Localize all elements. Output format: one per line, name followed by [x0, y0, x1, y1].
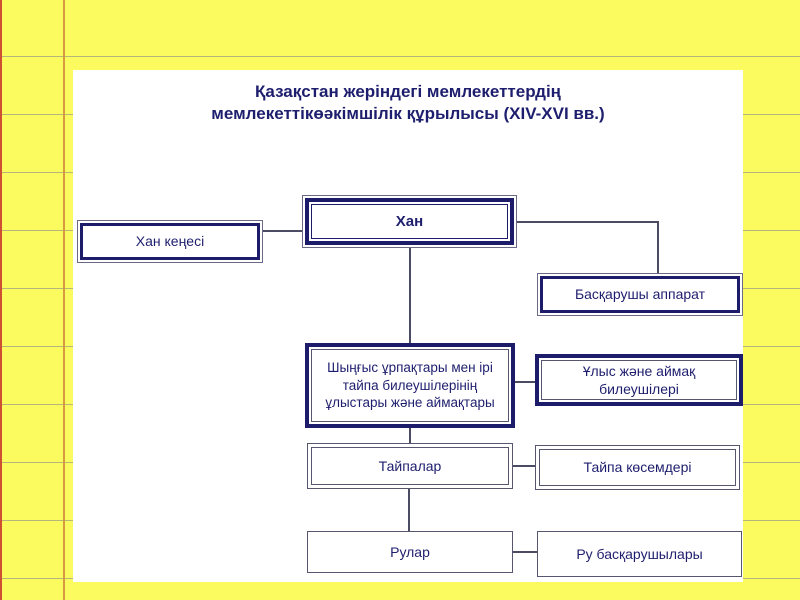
node-label: Шыңғыс ұрпақтары мен ірі тайпа билеушіле… [325, 360, 495, 411]
connector-shyngys-taipalar [409, 427, 411, 444]
connector-khan-apparat-h [517, 221, 659, 223]
diagram-node-khan-kenesi: Хан кеңесі [77, 220, 263, 263]
connector-taipalar-kosemderi [513, 465, 535, 467]
diagram-node-taipalar: Тайпалар [307, 443, 513, 489]
node-label: Ру басқарушылары [576, 545, 703, 562]
diagram-node-khan: Хан [302, 195, 517, 248]
diagram-node-ru-baskarushylary: Ру басқарушылары [537, 531, 742, 577]
connector-khankenesi-khan [263, 230, 303, 232]
connector-rular-baskarushylary [513, 551, 537, 553]
connector-taipalar-rular [408, 489, 410, 531]
diagram-node-taipa-kosemderi: Тайпа көсемдері [535, 445, 740, 490]
ruled-line [0, 56, 800, 57]
slide-title-line2: мемлекеттікөәкімшілік құрылысы (XIV-XVI … [211, 104, 605, 123]
connector-shyngys-ulys [515, 381, 535, 383]
node-label: Хан кеңесі [135, 233, 205, 250]
node-label: Рулар [390, 543, 430, 560]
node-label: Тайпа көсемдері [583, 459, 692, 476]
edge-line [0, 0, 2, 600]
node-label: Басқарушы аппарат [574, 286, 706, 303]
connector-khan-shyngys [409, 247, 411, 343]
slide-title: Қазақстан жеріндегі мемлекеттердің мемле… [73, 81, 743, 125]
diagram-node-rular: Рулар [307, 531, 513, 573]
connector-khan-apparat-v [657, 221, 659, 273]
node-label: Тайпалар [378, 457, 442, 474]
node-label: Хан [311, 204, 508, 239]
slide-title-line1: Қазақстан жеріндегі мемлекеттердің [255, 82, 561, 101]
diagram-node-shyngys-ulystary: Шыңғыс ұрпақтары мен ірі тайпа билеушіле… [305, 343, 515, 428]
node-label: Ұлыс және аймақ билеушілері [582, 362, 696, 397]
diagram-node-ulys-aimak-bileushileri: Ұлыс және аймақ билеушілері [535, 354, 743, 406]
margin-line [63, 0, 65, 600]
diagram-node-baskarushy-apparat: Басқарушы аппарат [537, 273, 743, 316]
